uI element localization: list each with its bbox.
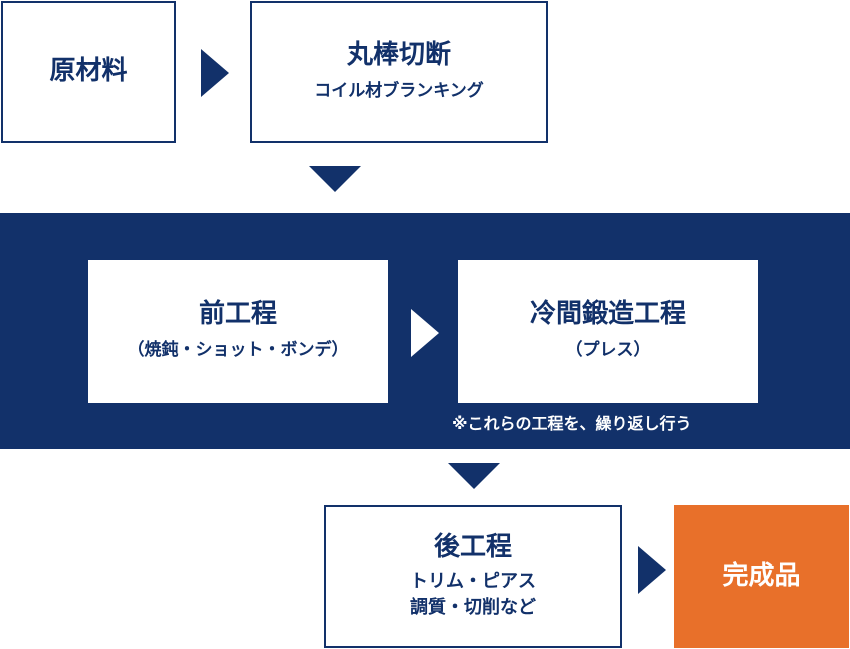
right-arrow-icon xyxy=(411,309,439,357)
repeat-note: ※これらの工程を、繰り返し行う xyxy=(452,414,692,433)
right-arrow-icon xyxy=(201,49,229,97)
step-post-process-line1: トリム・ピアス xyxy=(410,571,536,592)
right-arrow-icon xyxy=(638,546,666,594)
step-cutting-subtitle: コイル材ブランキング xyxy=(314,80,484,101)
step-cold-forging-subtitle: （プレス） xyxy=(565,340,651,361)
step-raw-material: 原材料 xyxy=(1,1,176,143)
step-cold-forging-title: 冷間鍛造工程 xyxy=(529,299,686,330)
step-cutting: 丸棒切断 コイル材ブランキング xyxy=(250,1,548,143)
step-cold-forging: 冷間鍛造工程 （プレス） xyxy=(458,260,758,403)
step-raw-material-title: 原材料 xyxy=(49,56,128,87)
step-post-process: 後工程 トリム・ピアス 調質・切削など xyxy=(324,505,622,648)
step-cutting-title: 丸棒切断 xyxy=(346,39,451,70)
step-pre-process-title: 前工程 xyxy=(198,299,277,330)
down-arrow-icon xyxy=(448,463,500,489)
step-post-process-title: 後工程 xyxy=(433,531,512,562)
step-pre-process-subtitle: （焼鈍・ショット・ボンデ） xyxy=(127,340,349,361)
step-finished-title: 完成品 xyxy=(722,560,801,591)
step-pre-process: 前工程 （焼鈍・ショット・ボンデ） xyxy=(88,260,388,403)
step-finished: 完成品 xyxy=(674,505,849,648)
down-arrow-icon xyxy=(309,166,361,192)
step-post-process-line2: 調質・切削など xyxy=(410,597,536,619)
